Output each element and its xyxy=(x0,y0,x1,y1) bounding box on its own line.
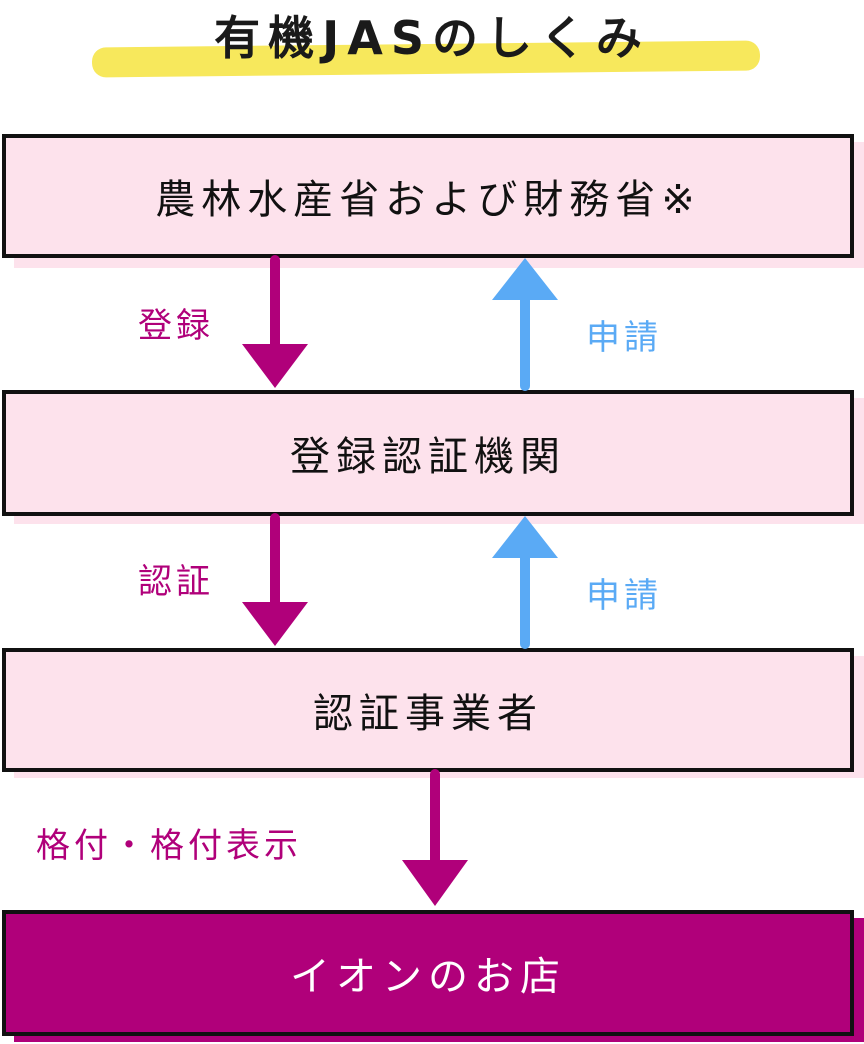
grading-arrow xyxy=(402,769,468,906)
certify-arrow xyxy=(242,513,308,646)
ministry-label: 農林水産省および財務省※ xyxy=(155,177,701,223)
register-arrow xyxy=(242,255,308,388)
apply-label-2: 申請 xyxy=(586,576,662,616)
grading-label: 格付・格付表示 xyxy=(36,826,302,866)
apply-label-1: 申請 xyxy=(586,318,662,358)
store-box: イオンのお店 xyxy=(2,910,854,1036)
certifier-label: 登録認証機関 xyxy=(290,434,566,480)
diagram-title: 有機JASのしくみ xyxy=(214,11,650,65)
register-label: 登録 xyxy=(138,306,214,346)
operator-box: 認証事業者 xyxy=(2,648,854,772)
apply-arrow-1 xyxy=(492,258,558,391)
certifier-box: 登録認証機関 xyxy=(2,390,854,516)
diagram-title-area: 有機JASのしくみ xyxy=(0,0,864,90)
certify-label: 認証 xyxy=(138,562,214,602)
apply-arrow-2 xyxy=(492,516,558,649)
ministry-box: 農林水産省および財務省※ xyxy=(2,134,854,258)
store-label: イオンのお店 xyxy=(290,954,566,1000)
operator-label: 認証事業者 xyxy=(313,691,543,737)
